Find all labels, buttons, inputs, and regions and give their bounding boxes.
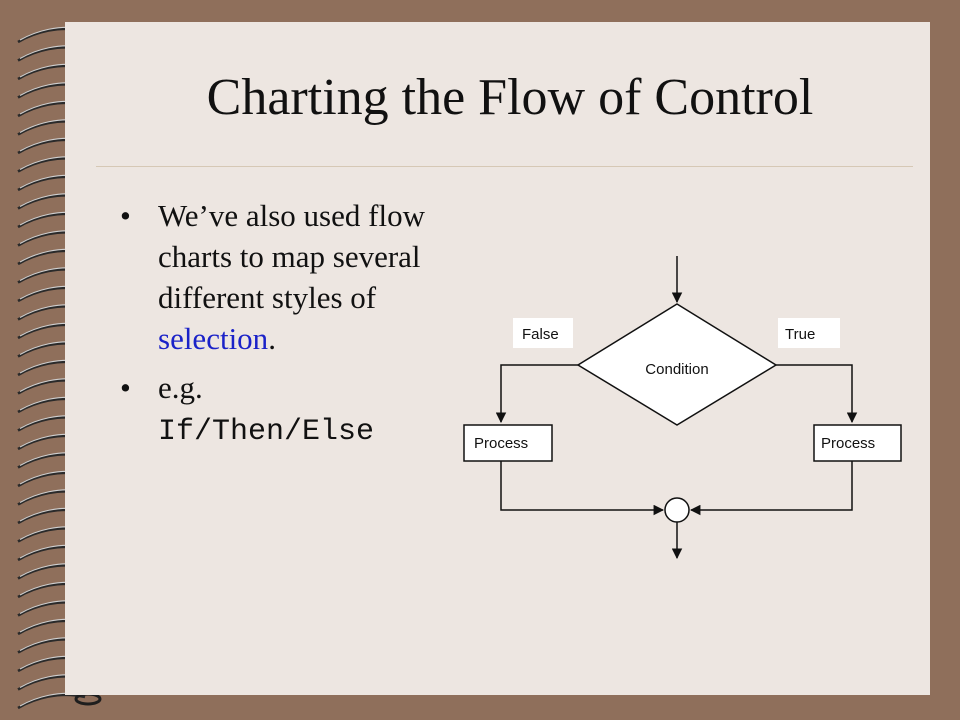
- false-branch-arrow: [495, 364, 578, 424]
- bullet-list: • We’ve also used flow charts to map sev…: [120, 195, 500, 461]
- true-branch-arrow: [776, 364, 858, 424]
- condition-diamond: [576, 303, 778, 426]
- title-divider: [96, 166, 913, 167]
- false-merge-arrow: [500, 461, 665, 516]
- condition-label: Condition: [645, 361, 708, 378]
- selection-keyword: selection: [158, 321, 269, 356]
- bullet-text-suffix: .: [268, 321, 276, 356]
- true-label-box: [778, 318, 840, 348]
- bullet-dot: •: [120, 198, 131, 233]
- bullet-item-example: • e.g. If/Then/Else: [120, 367, 500, 453]
- false-label: False: [522, 326, 559, 343]
- bullet-dot: •: [120, 370, 131, 405]
- slide-page: [65, 22, 930, 695]
- bullet-text-line1: We’ve also used flow: [158, 198, 425, 233]
- false-process-label: Process: [474, 435, 528, 452]
- true-merge-arrow: [689, 461, 853, 516]
- slide-title: Charting the Flow of Control: [206, 69, 814, 126]
- true-process-box: [813, 424, 902, 462]
- example-prefix: e.g.: [158, 370, 203, 405]
- example-code: If/Then/Else: [158, 415, 375, 449]
- bullet-text-line3: different styles of: [158, 280, 377, 315]
- false-label-box: [513, 318, 573, 348]
- false-process-box: [463, 424, 553, 462]
- bullet-text-line2: charts to map several: [158, 239, 421, 274]
- merge-connector: [664, 497, 690, 523]
- selection-flowchart: Condition False True Process Process: [463, 256, 902, 560]
- spiral-coil: [17, 692, 102, 710]
- bullet-item-flowcharts: • We’ve also used flow charts to map sev…: [120, 195, 500, 359]
- true-process-label: Process: [821, 435, 875, 452]
- true-label: True: [785, 326, 815, 343]
